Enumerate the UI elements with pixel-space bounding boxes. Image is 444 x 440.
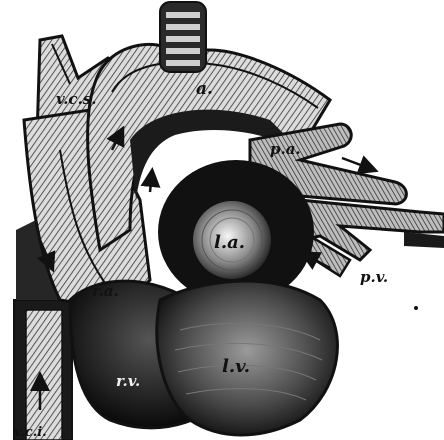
label-left-ventricle: l.v. [222,356,250,377]
label-right-atrium: r.a. [92,282,119,300]
label-pulmonary-artery: p.a. [270,140,301,158]
label-pulmonary-veins: p.v. [360,268,388,286]
label-right-ventricle: r.v. [116,372,140,390]
label-svc: v.c.s. [56,90,96,108]
label-ivc: v.c.i. [14,425,47,440]
trachea-stub [160,2,206,72]
label-left-atrium: l.a. [214,232,245,253]
speck [414,306,418,310]
label-aorta: a. [196,79,213,99]
